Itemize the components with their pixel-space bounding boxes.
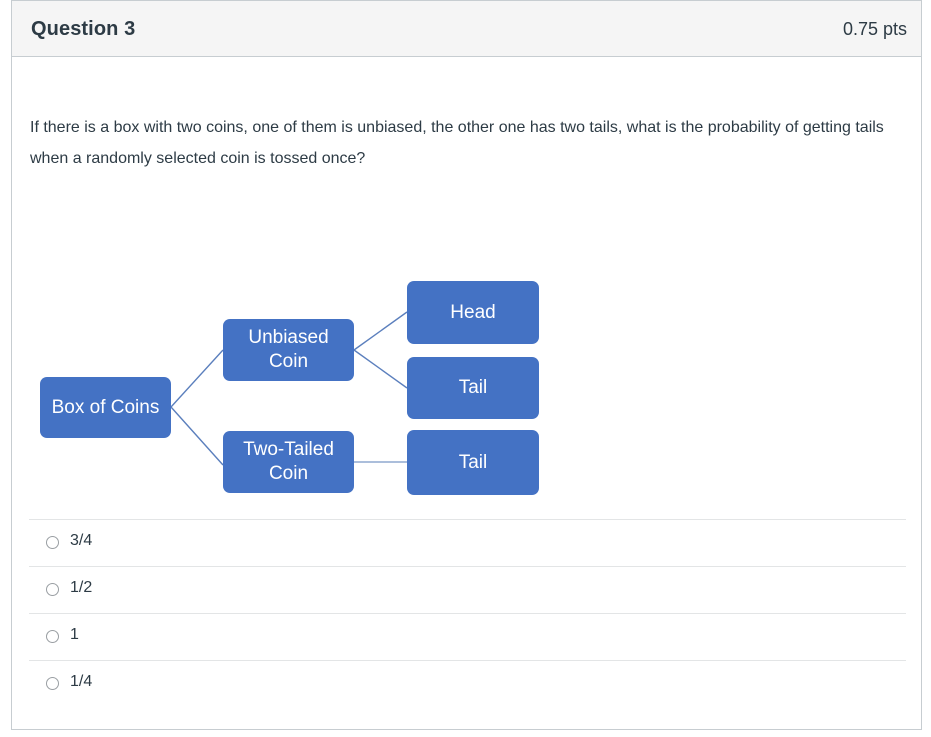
- tree-connectors: [170, 311, 408, 466]
- edge-root-unbiased: [170, 349, 224, 408]
- tree-node-tail-unbiased: Tail: [407, 357, 539, 419]
- radio-icon[interactable]: [46, 677, 59, 690]
- answer-option-row[interactable]: 1: [29, 613, 906, 660]
- tree-node-unbiased-coin: Unbiased Coin: [223, 319, 354, 381]
- question-body: If there is a box with two coins, one of…: [12, 57, 921, 729]
- answer-option-row[interactable]: 1/4: [29, 660, 906, 707]
- question-points: 0.75 pts: [842, 19, 907, 39]
- edge-unbiased-head: [353, 311, 408, 351]
- radio-icon[interactable]: [46, 583, 59, 596]
- question-card: Question 3 0.75 pts If there is a box wi…: [11, 0, 922, 730]
- question-header: Question 3 0.75 pts: [12, 0, 921, 57]
- answer-option-label: 1: [70, 626, 79, 643]
- probability-tree-diagram: Box of Coins Unbiased Coin Two-Tailed Co…: [22, 207, 562, 495]
- page-title: Question 3: [31, 18, 136, 40]
- edge-unbiased-tail: [353, 349, 408, 389]
- question-prompt-text: If there is a box with two coins, one of…: [30, 119, 884, 167]
- radio-icon[interactable]: [46, 536, 59, 549]
- tree-node-head: Head: [407, 281, 539, 344]
- answer-option-label: 3/4: [70, 532, 93, 549]
- answer-option-label: 1/4: [70, 673, 93, 690]
- radio-icon[interactable]: [46, 630, 59, 643]
- answer-option-label: 1/2: [70, 579, 93, 596]
- tree-node-box-of-coins: Box of Coins: [40, 377, 171, 438]
- answer-option-row[interactable]: 3/4: [29, 519, 906, 566]
- answer-option-row[interactable]: 1/2: [29, 566, 906, 613]
- tree-node-tail-two-tailed: Tail: [407, 430, 539, 495]
- tree-node-two-tailed-coin: Two-Tailed Coin: [223, 431, 354, 493]
- answer-options-list: 3/4 1/2 1 1/4: [29, 519, 906, 707]
- edge-root-twotailed: [170, 406, 224, 466]
